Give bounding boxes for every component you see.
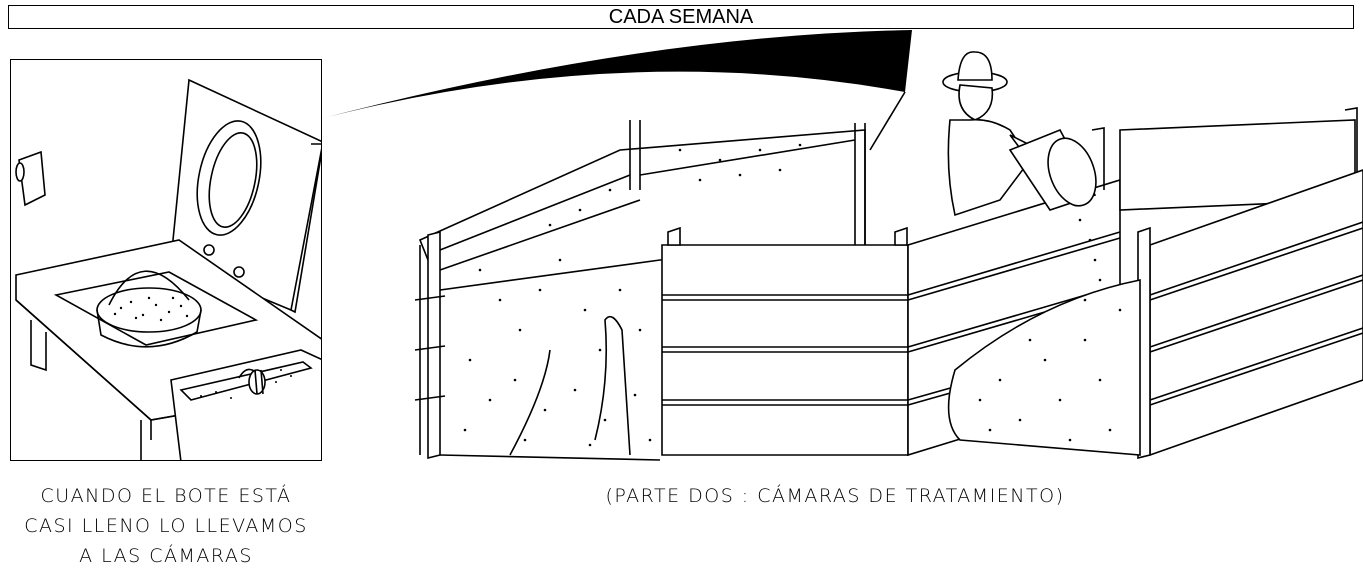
connector-tail <box>869 91 906 151</box>
chamber-right <box>1091 107 1363 460</box>
toilet-paper-icon <box>15 150 46 207</box>
compost-left <box>463 143 802 447</box>
inset-caption-line-1: CUANDO EL BOTE ESTÁ <box>40 485 292 507</box>
header-title: CADA SEMANA <box>608 6 754 28</box>
compost-dots-right <box>978 203 1122 442</box>
connector-swoosh <box>312 30 912 121</box>
compost-cracks <box>509 315 631 456</box>
sawdust-container <box>170 349 321 460</box>
toilet-inset-frame <box>10 59 322 461</box>
bucket-in-toilet <box>96 270 202 348</box>
inset-caption-line-3: A LAS CÁMARAS <box>79 545 253 567</box>
pouring-bucket <box>1008 128 1097 211</box>
inset-caption: CUANDO EL BOTE ESTÁ CASI LLENO LO LLEVAM… <box>10 481 322 571</box>
treatment-chambers-illustration <box>312 30 1363 461</box>
main-caption: (PARTE DOS : CÁMARAS DE TRATAMIENTO) <box>605 485 1065 507</box>
toilet-illustration <box>15 78 321 460</box>
compost-pile-right <box>947 279 1141 456</box>
inset-caption-line-2: CASI LLENO LO LLEVAMOS <box>24 515 308 537</box>
header-title-bar: CADA SEMANA <box>8 5 1354 29</box>
